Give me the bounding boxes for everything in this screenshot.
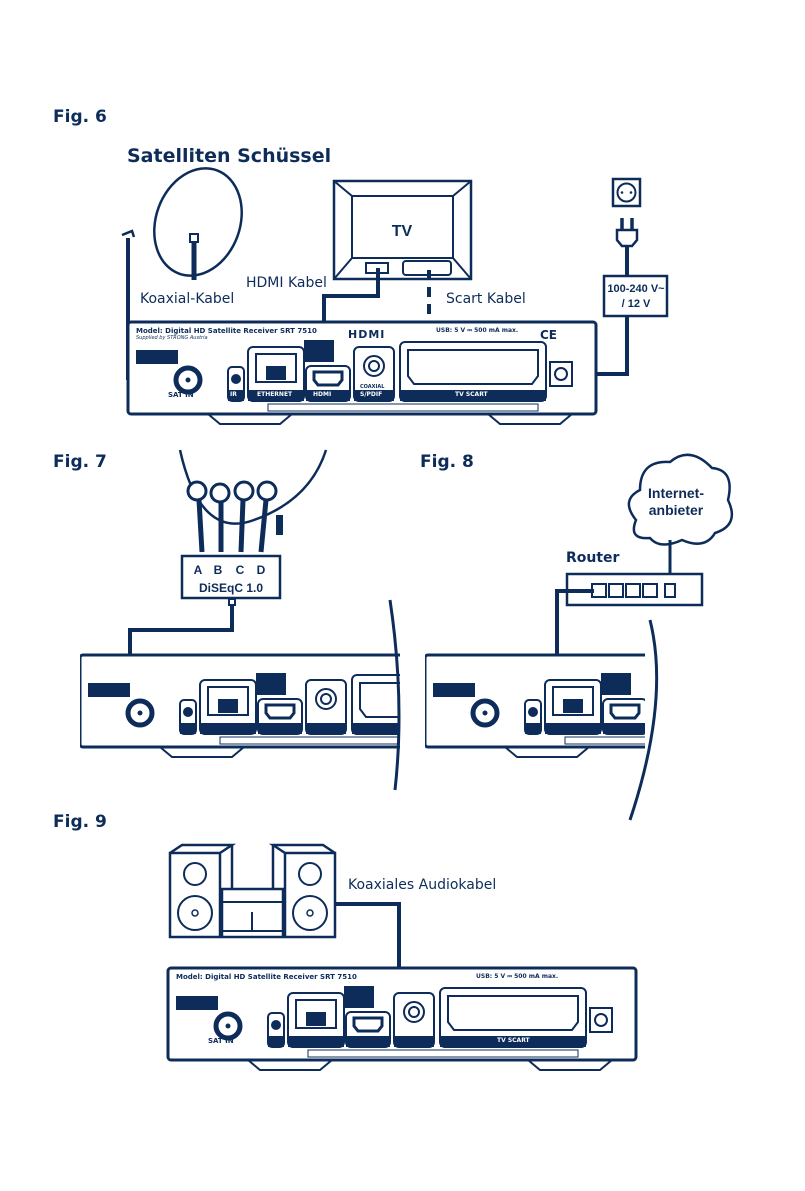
fig6-title: Satelliten Schüssel [127, 145, 332, 167]
port-scart: TV SCART [497, 1037, 530, 1044]
usb-spec: USB: 5 V ⎓ 500 mA max. [436, 327, 519, 334]
tv-label: TV [392, 223, 413, 240]
power-plug-icon [615, 218, 639, 276]
power-outlet-icon [611, 177, 642, 208]
receiver-fig8 [425, 655, 805, 757]
cloud-icon [627, 453, 734, 546]
hdmi-cable-label: HDMI Kabel [246, 275, 327, 291]
hdmi-logo: HDMI [348, 328, 386, 341]
diseqc-switch [180, 554, 282, 606]
power-adapter [602, 274, 669, 318]
fig8-label: Fig. 8 [420, 452, 474, 472]
receiver-model: Model: Digital HD Satellite Receiver SRT… [176, 973, 357, 981]
diseqc-port-b: B [214, 563, 223, 577]
diseqc-port-a: A [194, 563, 203, 577]
tv-icon [332, 179, 473, 281]
sat-in-label: SAT IN [208, 1037, 234, 1045]
receiver-model: Model: Digital HD Satellite Receiver SRT… [136, 327, 317, 335]
cloud-line1: Internet- [648, 485, 704, 501]
diseqc-name: DiSEqC 1.0 [199, 581, 263, 595]
diseqc-port-d: D [257, 563, 266, 577]
coax-cable-label: Koaxial-Kabel [140, 291, 235, 307]
port-ethernet: ETHERNET [257, 391, 293, 398]
fig9-label: Fig. 9 [53, 812, 107, 832]
audio-cable-label: Koaxiales Audiokabel [348, 877, 497, 893]
fig6-label: Fig. 6 [53, 107, 107, 127]
scart-cable-label: Scart Kabel [446, 291, 526, 307]
port-ir: IR [230, 391, 237, 398]
router-label: Router [566, 550, 620, 566]
receiver-fig9 [168, 968, 636, 1070]
dish-multi-lnb-icon [178, 449, 328, 553]
stereo-system-icon [168, 843, 337, 939]
fig7-label: Fig. 7 [53, 452, 107, 472]
diseqc-port-c: C [236, 563, 245, 577]
power-adapter-line1: 100-240 V~ [607, 283, 665, 295]
ce-mark: CE [540, 328, 558, 342]
sat-in-label: SAT IN [168, 391, 194, 399]
cloud-line2: anbieter [649, 502, 704, 518]
receiver-supplier: Supplied by STRONG Austria [136, 335, 208, 341]
cut-line [628, 619, 659, 821]
port-scart: TV SCART [455, 391, 488, 398]
cut-line [388, 599, 401, 791]
coaxial-label: COAXIAL [360, 384, 385, 390]
port-spdif: S/PDIF [360, 391, 383, 398]
power-adapter-line2: / 12 V [622, 298, 651, 310]
usb-spec: USB: 5 V ⎓ 500 mA max. [476, 973, 559, 980]
port-hdmi: HDMI [313, 391, 332, 398]
satellite-dish-icon [121, 167, 243, 280]
